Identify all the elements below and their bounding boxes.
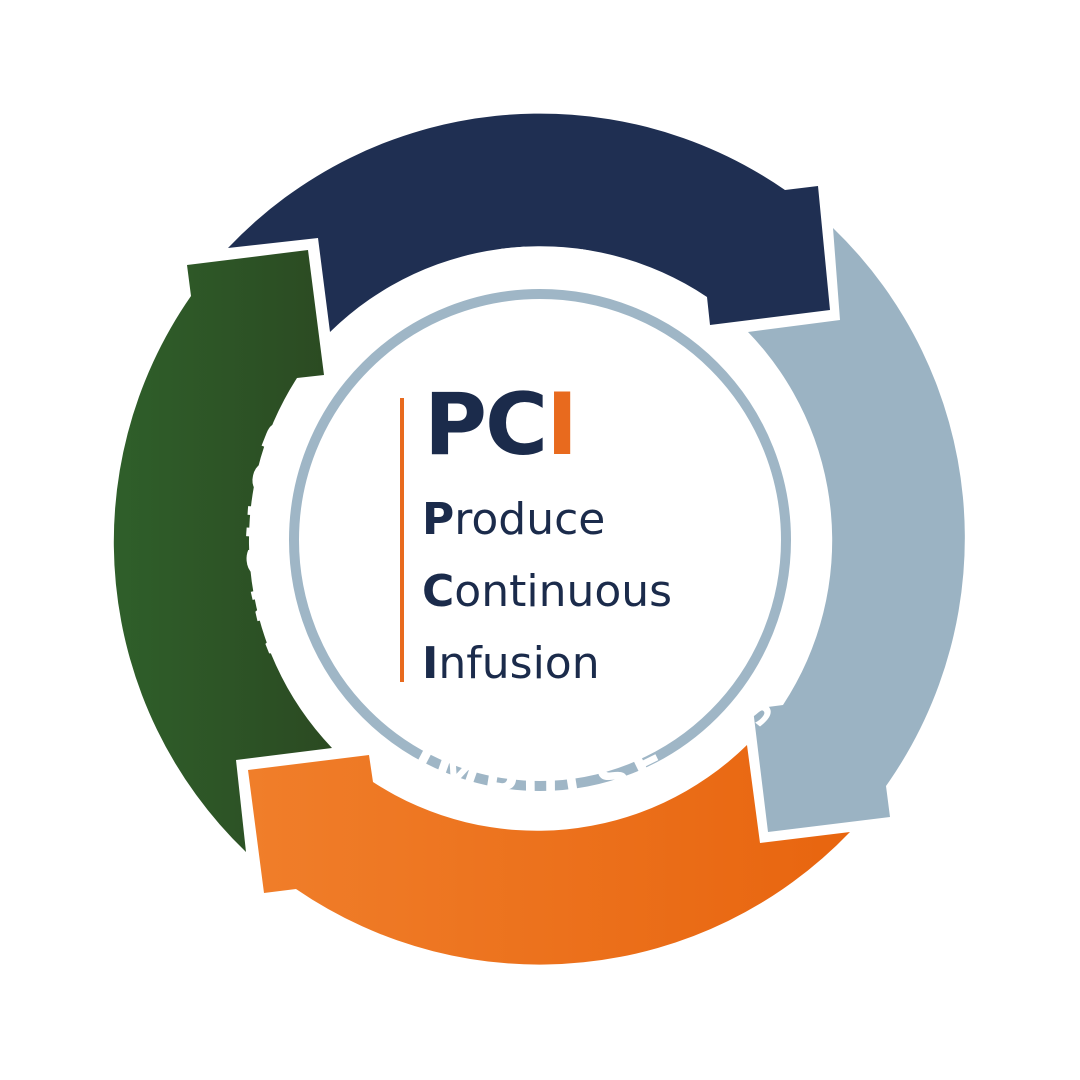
impulse-arrow-segment xyxy=(248,745,850,965)
expansion-initial: P xyxy=(422,494,455,545)
expansion-line-infusion: Infusion xyxy=(422,642,600,686)
expansion-initial: I xyxy=(422,638,439,689)
lead-arrow-segment xyxy=(228,113,830,332)
acronym-accent-part: I xyxy=(546,375,578,475)
pci-center-block: PCI Produce Continuous Infusion xyxy=(400,382,760,690)
manage-the-risk-arrow-segment xyxy=(748,228,965,832)
acronym-title: PCI xyxy=(424,382,578,468)
expansion-line-produce: Produce xyxy=(422,498,605,542)
anchor-arrow-segment xyxy=(113,250,333,852)
expansion-word: nfusion xyxy=(438,638,600,689)
lead-label: LEAD xyxy=(460,236,618,300)
expansion-word: roduce xyxy=(454,494,606,545)
expansion-word: ontinuous xyxy=(454,566,673,617)
acronym-dark-part: PC xyxy=(424,375,548,475)
inner-ring xyxy=(289,289,791,791)
expansion-initial: C xyxy=(422,566,455,617)
expansion-line-continuous: Continuous xyxy=(422,570,672,614)
accent-divider xyxy=(400,398,404,682)
